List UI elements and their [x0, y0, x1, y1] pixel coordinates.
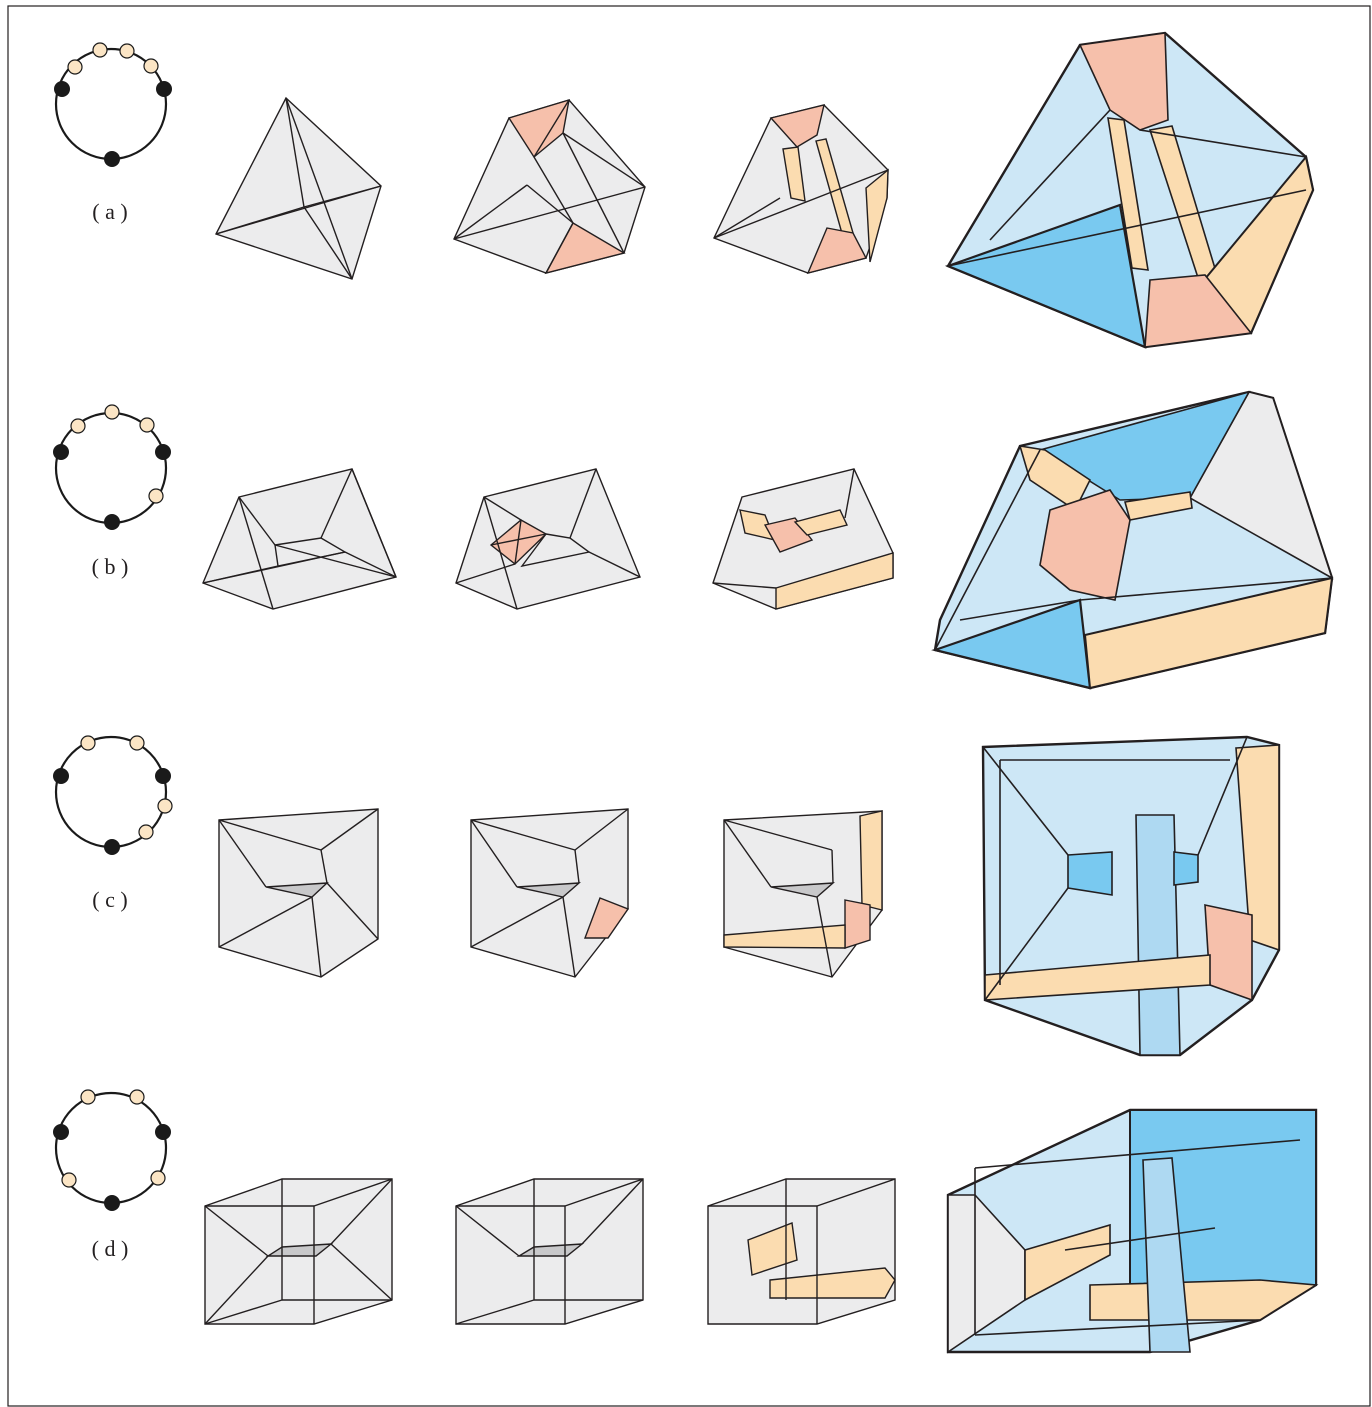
row-label-a: ( a ) [92, 199, 127, 224]
polytope-c2 [470, 808, 630, 978]
polytope-b2 [455, 468, 641, 610]
polytope-d4 [946, 1108, 1319, 1354]
polytope-b4 [931, 390, 1334, 690]
row-b: ( b ) [53, 390, 1334, 690]
node-black [155, 768, 171, 784]
coxeter-diagram-b [53, 404, 171, 530]
polytope-c1 [218, 808, 379, 978]
row-d: ( d ) [53, 1089, 1319, 1354]
polytope-a1 [215, 96, 382, 280]
node-black [104, 839, 120, 855]
node-cream [70, 418, 86, 434]
node-cream [148, 488, 164, 504]
node-black [104, 151, 120, 167]
polytope-c3 [723, 810, 883, 978]
polytope-a3 [713, 104, 889, 275]
node-cream [129, 735, 145, 751]
row-a: ( a ) [54, 31, 1315, 349]
node-cream [150, 1170, 166, 1186]
row-label-d: ( d ) [92, 1236, 129, 1261]
node-cream [80, 735, 96, 751]
polytope-c4 [981, 735, 1281, 1057]
row-label-b: ( b ) [92, 554, 129, 579]
node-cream [67, 59, 83, 75]
node-cream [92, 42, 108, 58]
node-black [155, 1124, 171, 1140]
node-cream [139, 417, 155, 433]
node-cream [138, 824, 154, 840]
node-black [156, 81, 172, 97]
node-black [155, 444, 171, 460]
row-c: ( c ) [53, 735, 1281, 1057]
node-black [104, 1195, 120, 1211]
node-black [53, 1124, 69, 1140]
coxeter-diagram-a [54, 42, 172, 167]
node-cream [157, 798, 173, 814]
node-cream [119, 43, 135, 59]
node-black [104, 514, 120, 530]
node-cream [61, 1172, 77, 1188]
node-black [53, 768, 69, 784]
node-cream [143, 58, 159, 74]
node-cream [129, 1089, 145, 1105]
polytope-a2 [453, 99, 646, 275]
polytope-d1 [204, 1178, 393, 1325]
polytope-d2 [455, 1178, 644, 1325]
polytope-b1 [202, 468, 397, 610]
polytope-a4 [944, 31, 1315, 349]
coxeter-diagram-c [53, 735, 173, 855]
node-black [54, 81, 70, 97]
polytope-b3 [712, 468, 894, 610]
node-black [53, 444, 69, 460]
node-cream [104, 404, 120, 420]
node-cream [80, 1089, 96, 1105]
coxeter-diagram-d [53, 1089, 171, 1211]
polytope-d3 [707, 1178, 896, 1325]
row-label-c: ( c ) [92, 887, 127, 912]
